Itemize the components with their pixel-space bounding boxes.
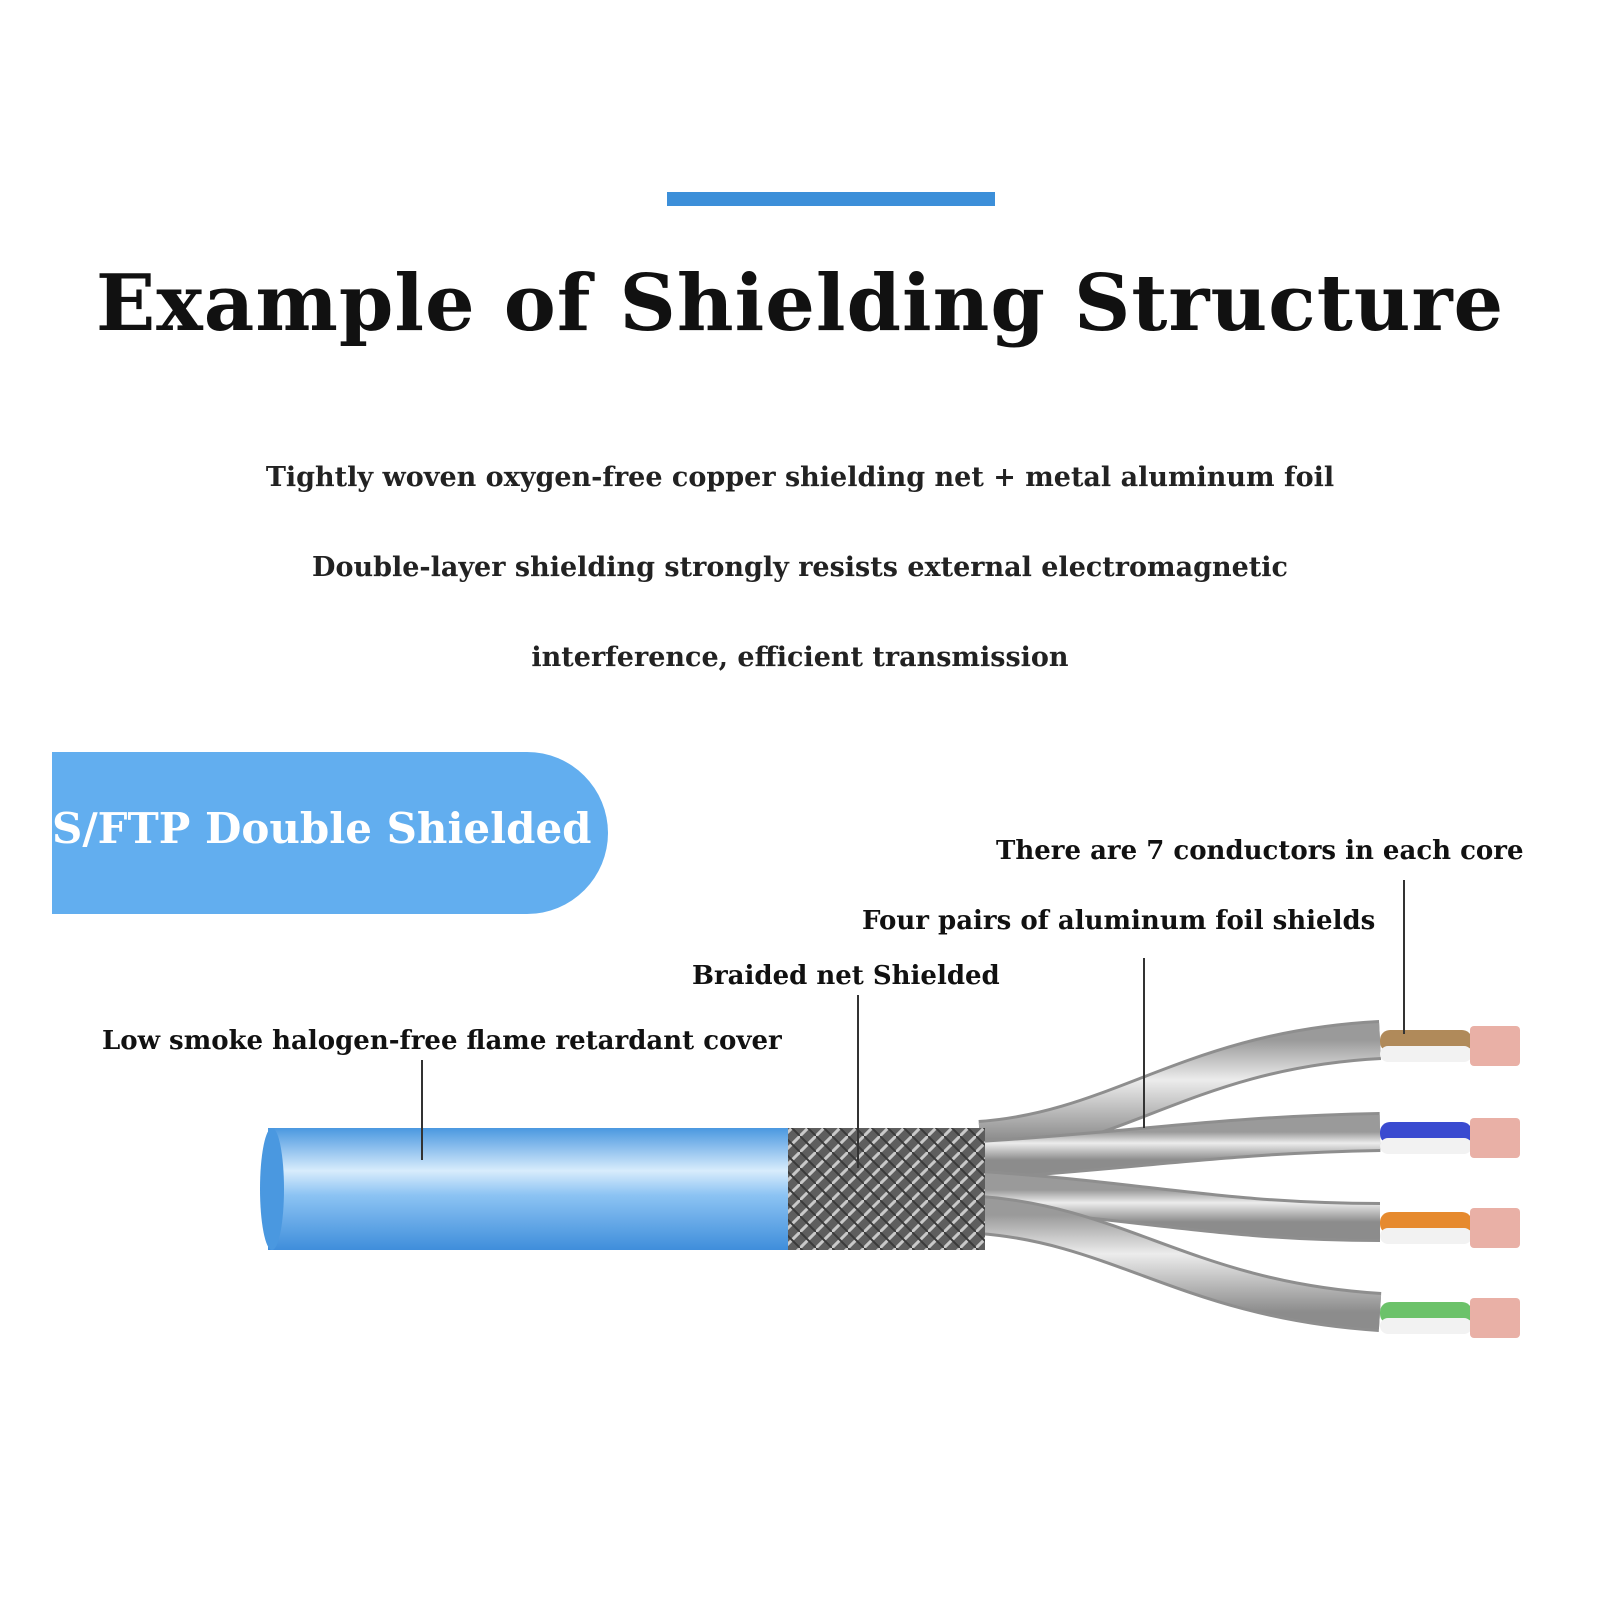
description-line-1: Tightly woven oxygen-free copper shieldi… [265,462,1335,493]
callout-leader-lines [421,880,1405,1168]
callout-foil-shields: Four pairs of aluminum foil shields [862,906,1376,936]
callout-braided-shield: Braided net Shielded [692,961,1000,991]
description-line-3: interference, efficient transmission [531,642,1069,673]
braided-net-shield [785,1128,985,1250]
sftp-badge-label: S/FTP Double Shielded [52,804,592,853]
callout-conductors: There are 7 conductors in each core [996,836,1524,866]
page-title: Example of Shielding Structure [95,258,1505,349]
outer-jacket [260,1128,788,1250]
sftp-badge: S/FTP Double Shielded [52,752,608,914]
description-line-2: Double-layer shielding strongly resists … [312,552,1288,583]
copper-conductor-ends [1470,1026,1520,1338]
callout-outer-cover: Low smoke halogen-free flame retardant c… [102,1026,782,1056]
title-accent-bar [667,192,995,206]
colored-conductor-cores [1380,1030,1472,1334]
foil-shielded-pairs [978,1020,1382,1332]
